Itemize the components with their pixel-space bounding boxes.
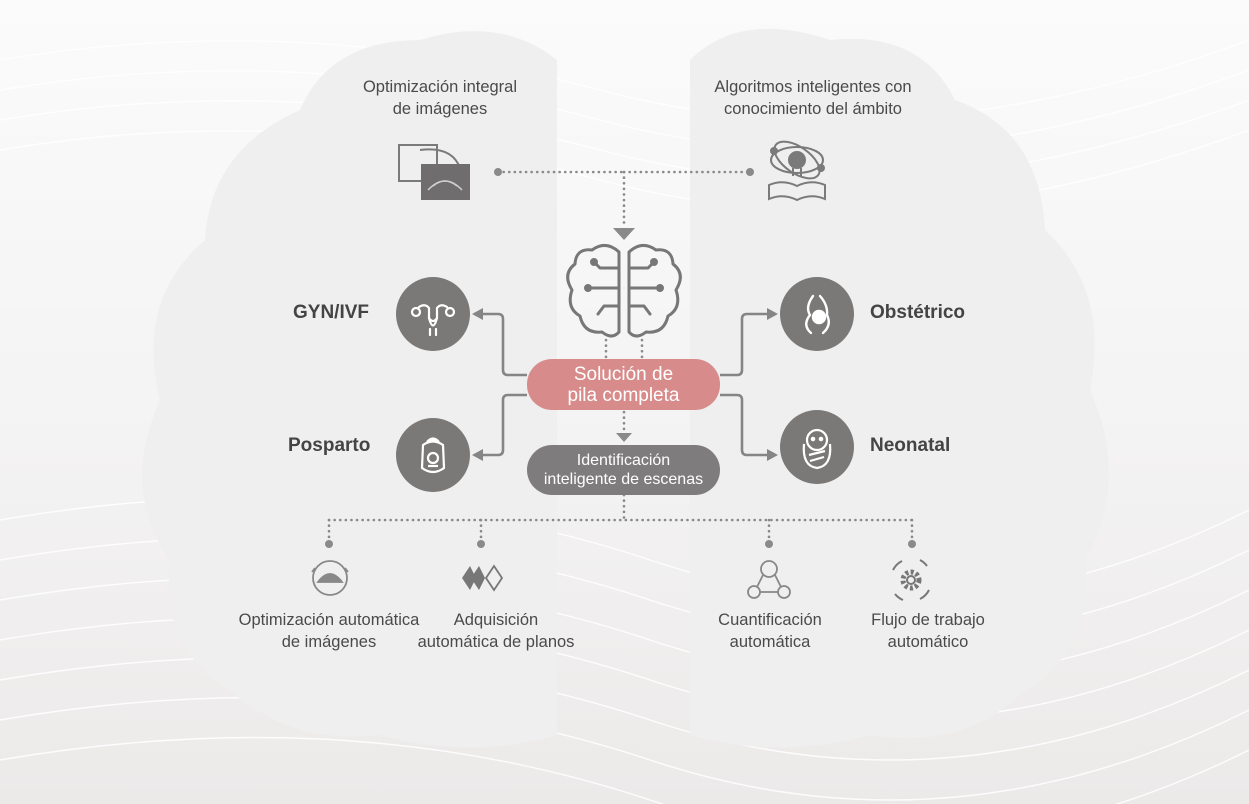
arrow-to-gyn xyxy=(480,312,527,377)
workflow-gear-icon xyxy=(892,559,930,601)
neonatal-circle xyxy=(780,410,854,484)
feature-auto-plane-acquisition: Adquisición automática de planos xyxy=(380,609,612,653)
pregnancy-icon xyxy=(805,294,830,335)
label-line: automática xyxy=(729,633,811,651)
full-stack-solution-pill: Solución de pila completa xyxy=(527,359,720,410)
label-line: Cuantificación xyxy=(718,611,822,629)
gyn-circle xyxy=(396,277,470,351)
category-obstetrico: Obstétrico xyxy=(870,302,966,323)
label-line: conocimiento del ámbito xyxy=(724,100,902,118)
posparto-circle xyxy=(396,418,470,492)
right-brain-half xyxy=(690,28,1109,748)
pill-line: Identificación xyxy=(576,452,671,469)
pill-line: inteligente de escenas xyxy=(543,471,704,488)
feature-auto-quantification: Cuantificación automática xyxy=(680,609,860,653)
left-brain-half xyxy=(142,31,557,748)
label-line: Optimización integral xyxy=(362,78,518,96)
label-line: automático xyxy=(887,633,969,651)
feature-auto-workflow: Flujo de trabajo automático xyxy=(838,609,1018,653)
label-line: de imágenes xyxy=(281,633,377,651)
dot-feature-1 xyxy=(325,540,333,548)
brain-icon xyxy=(566,244,682,338)
dot-left-end xyxy=(494,168,502,176)
uterus-icon xyxy=(410,304,456,337)
dot-feature-3 xyxy=(765,540,773,548)
pill-line: Solución de xyxy=(573,363,674,385)
quantification-icon xyxy=(747,560,791,599)
label-line: de imágenes xyxy=(392,100,488,118)
dot-feature-2 xyxy=(477,540,485,548)
label-line: Algoritmos inteligentes con xyxy=(714,78,912,96)
category-posparto: Posparto xyxy=(288,435,371,456)
label-image-optimization: Optimización integral de imágenes xyxy=(320,76,560,120)
dot-feature-4 xyxy=(908,540,916,548)
label-line: Adquisición xyxy=(453,611,539,629)
obstetrico-circle xyxy=(780,277,854,351)
arrowhead-to-scenes xyxy=(616,433,632,442)
image-optimization-icon xyxy=(398,144,470,200)
ultrasound-scan-icon xyxy=(311,560,349,596)
arrowhead-to-brain xyxy=(613,228,635,240)
feature-auto-image-optimization: Optimización automática de imágenes xyxy=(188,609,470,653)
pelvic-probe-icon xyxy=(420,437,446,474)
algorithm-book-icon xyxy=(768,140,826,202)
label-line: Flujo de trabajo xyxy=(871,611,985,629)
arrow-to-obstetrico xyxy=(720,312,768,377)
baby-icon xyxy=(802,428,832,470)
category-neonatal: Neonatal xyxy=(870,435,951,456)
label-line: automática de planos xyxy=(417,633,575,651)
arrow-to-neonatal xyxy=(720,393,768,457)
dot-right-end xyxy=(746,168,754,176)
arrow-to-posparto xyxy=(480,393,527,457)
pill-line: pila completa xyxy=(567,384,680,406)
planes-icon xyxy=(462,564,504,592)
label-line: Optimización automática xyxy=(238,611,420,629)
scene-identification-pill: Identificación inteligente de escenas xyxy=(527,445,720,495)
category-gyn-ivf: GYN/IVF xyxy=(293,302,370,323)
label-intelligent-algorithms: Algoritmos inteligentes con conocimiento… xyxy=(678,76,948,120)
